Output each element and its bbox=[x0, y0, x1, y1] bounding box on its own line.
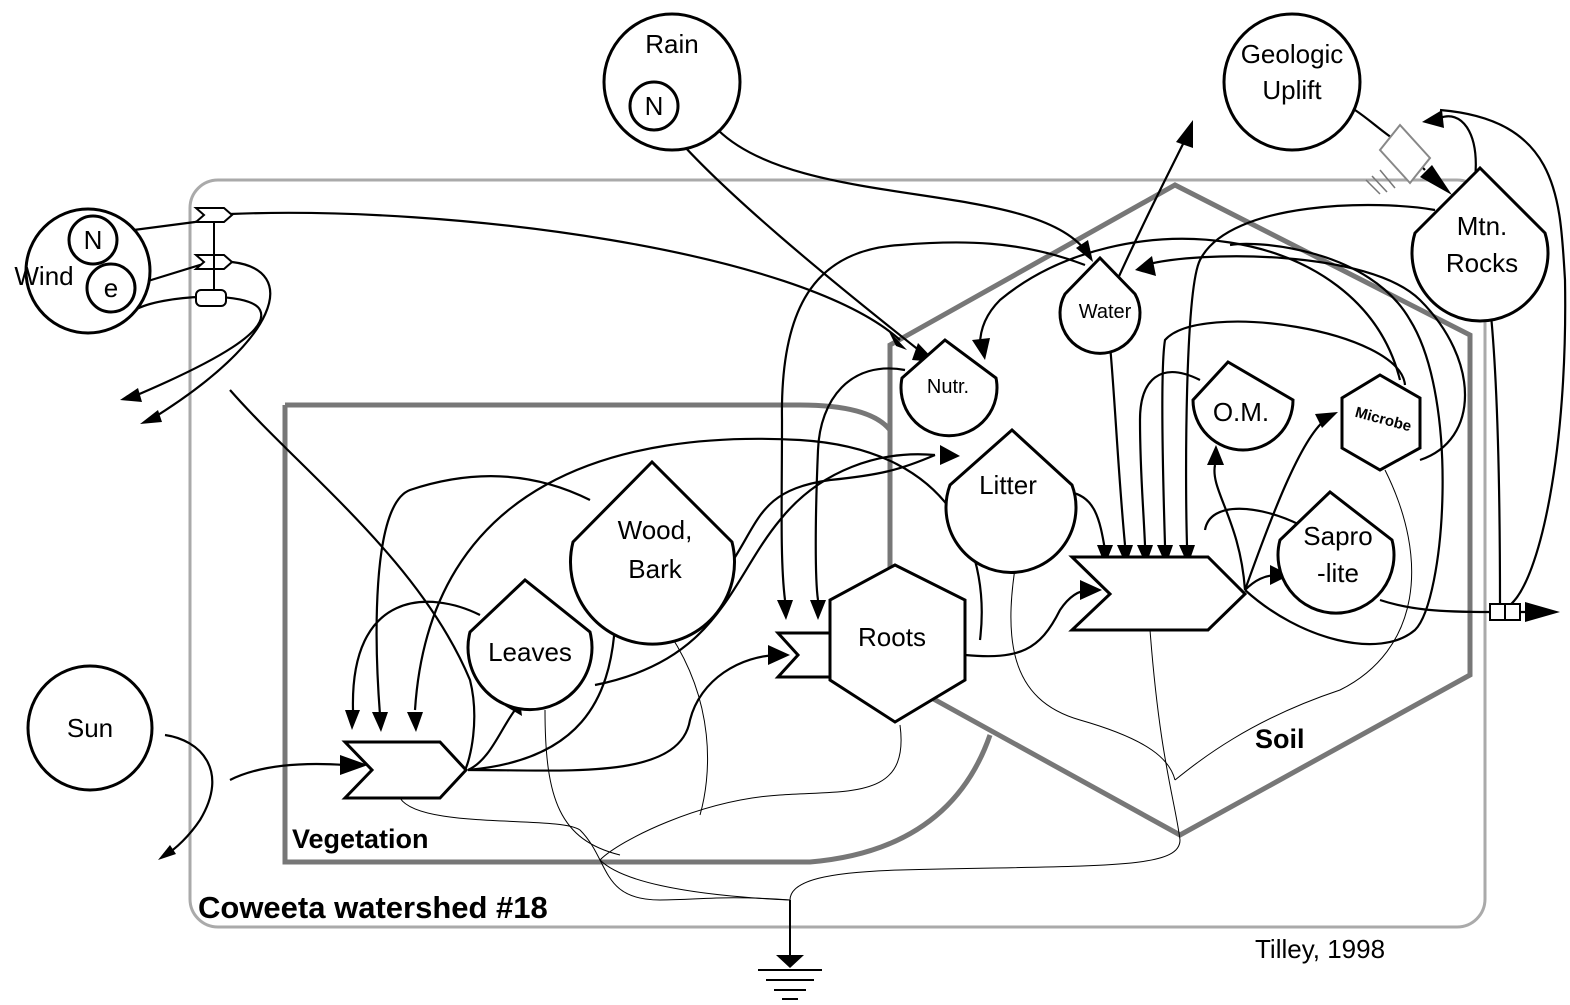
rocks-label-2: Rocks bbox=[1446, 248, 1518, 278]
roots-consumer: Roots bbox=[828, 563, 967, 724]
wind-n-label: N bbox=[84, 225, 103, 255]
uplift-gate-icon bbox=[1365, 123, 1432, 195]
water-storage: Water bbox=[1058, 255, 1142, 355]
rain-source: Rain N bbox=[602, 12, 742, 152]
rain-label: Rain bbox=[645, 29, 698, 59]
wind-e-label: e bbox=[104, 273, 118, 303]
vegetation-label: Vegetation bbox=[292, 824, 429, 854]
wood-bark-storage: Wood, Bark bbox=[569, 459, 736, 646]
wind-label: Wind bbox=[14, 261, 73, 291]
vegetation-boundary bbox=[282, 402, 993, 865]
uplift-label-1: Geologic bbox=[1241, 39, 1344, 69]
saprolite-storage: Sapro -lite bbox=[1276, 490, 1396, 615]
watershed-label: Coweeta watershed #18 bbox=[198, 890, 548, 925]
roots-production-symbol bbox=[774, 631, 832, 679]
mtn-rocks-storage: Mtn. Rocks bbox=[1410, 165, 1550, 323]
roots-label: Roots bbox=[858, 622, 926, 652]
rocks-label-1: Mtn. bbox=[1457, 211, 1508, 241]
uplift-label-2: Uplift bbox=[1262, 75, 1322, 105]
organic-matter-storage: O.M. bbox=[1191, 360, 1295, 452]
litter-label: Litter bbox=[979, 470, 1037, 500]
soil-label: Soil bbox=[1255, 724, 1305, 754]
sapro-label-2: -lite bbox=[1317, 558, 1359, 588]
nutr-label: Nutr. bbox=[927, 376, 969, 398]
geologic-uplift-source: Geologic Uplift bbox=[1222, 12, 1362, 152]
microbe-consumer: Microbe bbox=[1340, 373, 1422, 472]
watershed-boundary bbox=[188, 178, 1487, 929]
wind-inflow-symbols bbox=[193, 207, 234, 307]
credit-label: Tilley, 1998 bbox=[1255, 934, 1385, 964]
soil-production-symbol bbox=[1068, 555, 1248, 632]
wood-label-1: Wood, bbox=[618, 515, 693, 545]
sun-label: Sun bbox=[67, 713, 113, 743]
nutrient-storage: Nutr. bbox=[899, 338, 999, 438]
leaves-storage: Leaves bbox=[466, 578, 594, 712]
om-label: O.M. bbox=[1213, 397, 1269, 427]
vegetation-production-symbol bbox=[341, 740, 469, 800]
heat-loss-lines bbox=[399, 469, 1413, 901]
sapro-label-1: Sapro bbox=[1303, 521, 1372, 551]
leaves-label: Leaves bbox=[488, 637, 572, 667]
wood-label-2: Bark bbox=[628, 554, 682, 584]
water-label: Water bbox=[1079, 301, 1132, 323]
sun-source: Sun bbox=[26, 664, 154, 792]
litter-storage: Litter bbox=[944, 427, 1078, 574]
heat-sink-icon bbox=[758, 900, 822, 1000]
rain-n-label: N bbox=[645, 91, 664, 121]
wind-source: Wind N e bbox=[14, 207, 152, 335]
flow-pathways bbox=[117, 108, 1567, 860]
